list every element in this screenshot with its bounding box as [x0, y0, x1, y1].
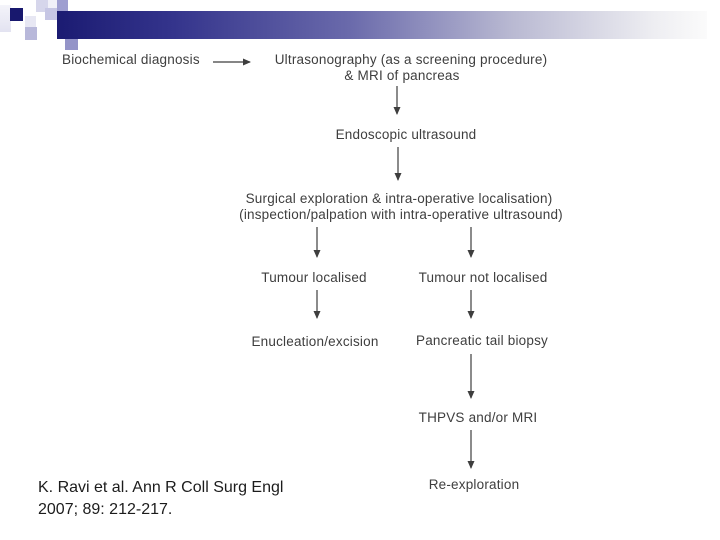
node-ultrasonography-line2: & MRI of pancreas [344, 68, 460, 83]
node-surgical-exploration-line2: (inspection/palpation with intra-operati… [239, 207, 563, 222]
node-ultrasonography-line1: Ultrasonography (as a screening procedur… [274, 52, 548, 67]
deco-square [57, 0, 68, 11]
node-enucleation-excision: Enucleation/excision [251, 334, 379, 349]
deco-square [25, 27, 37, 40]
node-tumour-not-localised: Tumour not localised [418, 270, 548, 285]
citation-line2: 2007; 89: 212-217. [38, 501, 173, 518]
node-thpvs-mri: THPVS and/or MRI [418, 410, 538, 425]
slide-header-decoration [0, 0, 720, 60]
deco-square [0, 5, 11, 32]
citation-line1: K. Ravi et al. Ann R Coll Surg Engl [38, 479, 284, 496]
node-re-exploration: Re-exploration [428, 477, 520, 492]
node-tumour-localised: Tumour localised [261, 270, 367, 285]
node-surgical-exploration-line1: Surgical exploration & intra-operative l… [245, 191, 553, 206]
deco-square [45, 8, 57, 20]
node-biochemical-diagnosis: Biochemical diagnosis [62, 52, 200, 67]
deco-square [65, 39, 78, 50]
header-gradient-bar [57, 11, 707, 39]
deco-square [25, 16, 36, 27]
deco-square [10, 8, 23, 21]
node-pancreatic-tail-biopsy: Pancreatic tail biopsy [416, 333, 548, 348]
node-endoscopic-ultrasound: Endoscopic ultrasound [335, 127, 477, 142]
citation: K. Ravi et al. Ann R Coll Surg Engl 2007… [38, 477, 283, 521]
